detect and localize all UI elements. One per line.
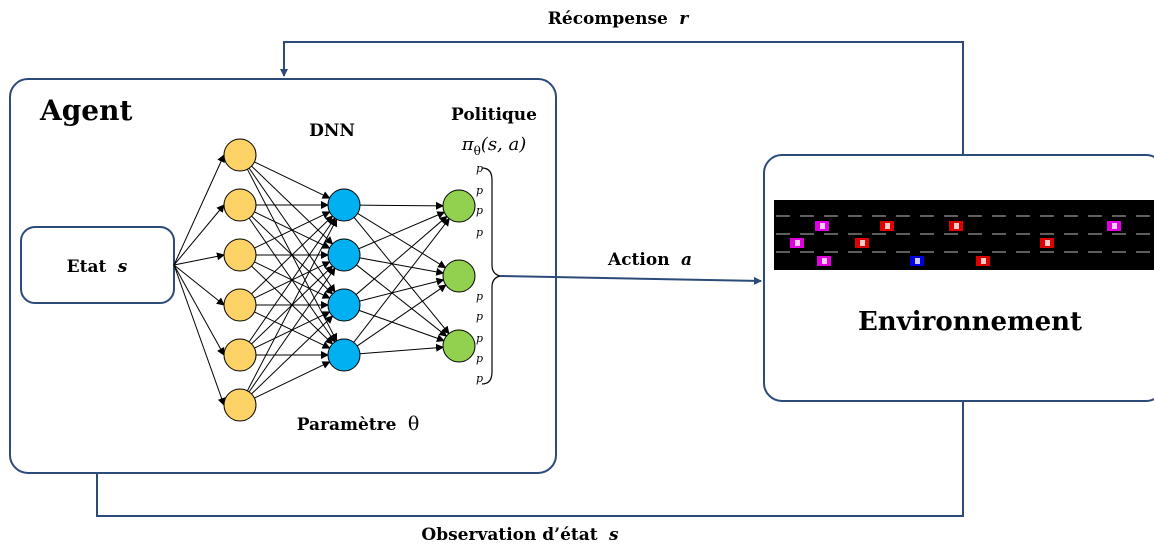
input-node bbox=[223, 338, 257, 372]
network-edge bbox=[254, 361, 331, 399]
car-window bbox=[954, 223, 959, 229]
faint-mark: p bbox=[476, 290, 483, 303]
input-node bbox=[223, 138, 257, 172]
network-edge bbox=[248, 217, 336, 343]
dnn-label: DNN bbox=[309, 121, 355, 141]
car bbox=[817, 256, 831, 266]
car bbox=[1107, 221, 1121, 231]
faint-mark: p bbox=[476, 352, 483, 365]
input-node bbox=[223, 288, 257, 322]
network-edge bbox=[353, 217, 450, 335]
car bbox=[949, 221, 963, 231]
network-edges bbox=[173, 154, 450, 406]
network-edge bbox=[358, 309, 445, 343]
faint-mark: p bbox=[476, 372, 483, 385]
hidden-node bbox=[327, 288, 361, 322]
faint-mark: p bbox=[476, 204, 483, 217]
network-edge bbox=[359, 277, 445, 302]
policy-label: Politique bbox=[451, 105, 537, 125]
state-to-input-edge bbox=[173, 154, 225, 266]
agent-title: Agent bbox=[39, 94, 132, 127]
state-to-input-edge bbox=[173, 264, 226, 406]
input-node bbox=[223, 238, 257, 272]
parameter-label: Paramètre θ bbox=[297, 413, 420, 435]
network-edge bbox=[358, 211, 446, 250]
network-edge bbox=[359, 257, 445, 276]
reward-arrow bbox=[280, 41, 964, 155]
car bbox=[976, 256, 990, 266]
state-to-input-edge bbox=[173, 204, 225, 266]
car-window bbox=[915, 258, 920, 264]
input-node bbox=[223, 188, 257, 222]
car bbox=[790, 238, 804, 248]
reward-label: Récompense r bbox=[548, 9, 689, 29]
car-window bbox=[1045, 240, 1050, 246]
car bbox=[880, 221, 894, 231]
output-node bbox=[442, 259, 476, 293]
faint-mark: p bbox=[476, 332, 483, 345]
lane-markings bbox=[776, 215, 1152, 253]
car-window bbox=[1112, 223, 1117, 229]
faint-mark: p bbox=[476, 226, 483, 239]
network-edge bbox=[355, 215, 448, 295]
action-label: Action a bbox=[607, 250, 692, 270]
environment-box bbox=[763, 154, 1154, 402]
network-edge bbox=[254, 211, 331, 249]
hidden-node bbox=[327, 338, 361, 372]
network-edge bbox=[251, 315, 334, 395]
car bbox=[855, 238, 869, 248]
faint-mark: p bbox=[476, 162, 483, 175]
observation-label: Observation d’état s bbox=[421, 525, 619, 545]
policy-formula: πθ(s, a) bbox=[461, 134, 527, 158]
car-window bbox=[822, 258, 827, 264]
state-to-input-edge bbox=[173, 252, 225, 266]
car-window bbox=[860, 240, 865, 246]
environment-label: Environnement bbox=[858, 307, 1082, 337]
state-to-input-edge bbox=[173, 264, 225, 356]
output-node bbox=[442, 329, 476, 363]
network-edge bbox=[246, 218, 338, 392]
network-nodes bbox=[223, 138, 476, 422]
car-window bbox=[795, 240, 800, 246]
output-node bbox=[442, 189, 476, 223]
network-edge bbox=[356, 284, 447, 347]
network-edge bbox=[359, 343, 445, 355]
action-arrow bbox=[499, 275, 762, 285]
car-window bbox=[885, 223, 890, 229]
network-edge bbox=[357, 212, 447, 269]
car bbox=[815, 221, 829, 231]
state-to-input-edge bbox=[173, 264, 225, 306]
car-window bbox=[981, 258, 986, 264]
hidden-node bbox=[327, 188, 361, 222]
network-edge bbox=[254, 161, 331, 199]
car bbox=[1040, 238, 1054, 248]
network-edge bbox=[359, 201, 445, 210]
hidden-node bbox=[327, 238, 361, 272]
state-label: Etat s bbox=[67, 257, 128, 277]
network-edge bbox=[251, 215, 334, 295]
car-window bbox=[820, 223, 825, 229]
cars bbox=[790, 221, 1121, 266]
network-edge bbox=[356, 264, 448, 337]
car bbox=[910, 256, 924, 266]
input-node bbox=[223, 388, 257, 422]
road bbox=[774, 200, 1154, 270]
faint-mark: p bbox=[476, 310, 483, 323]
network-edge bbox=[248, 267, 336, 393]
faint-mark: p bbox=[476, 184, 483, 197]
network-edge bbox=[353, 217, 450, 343]
